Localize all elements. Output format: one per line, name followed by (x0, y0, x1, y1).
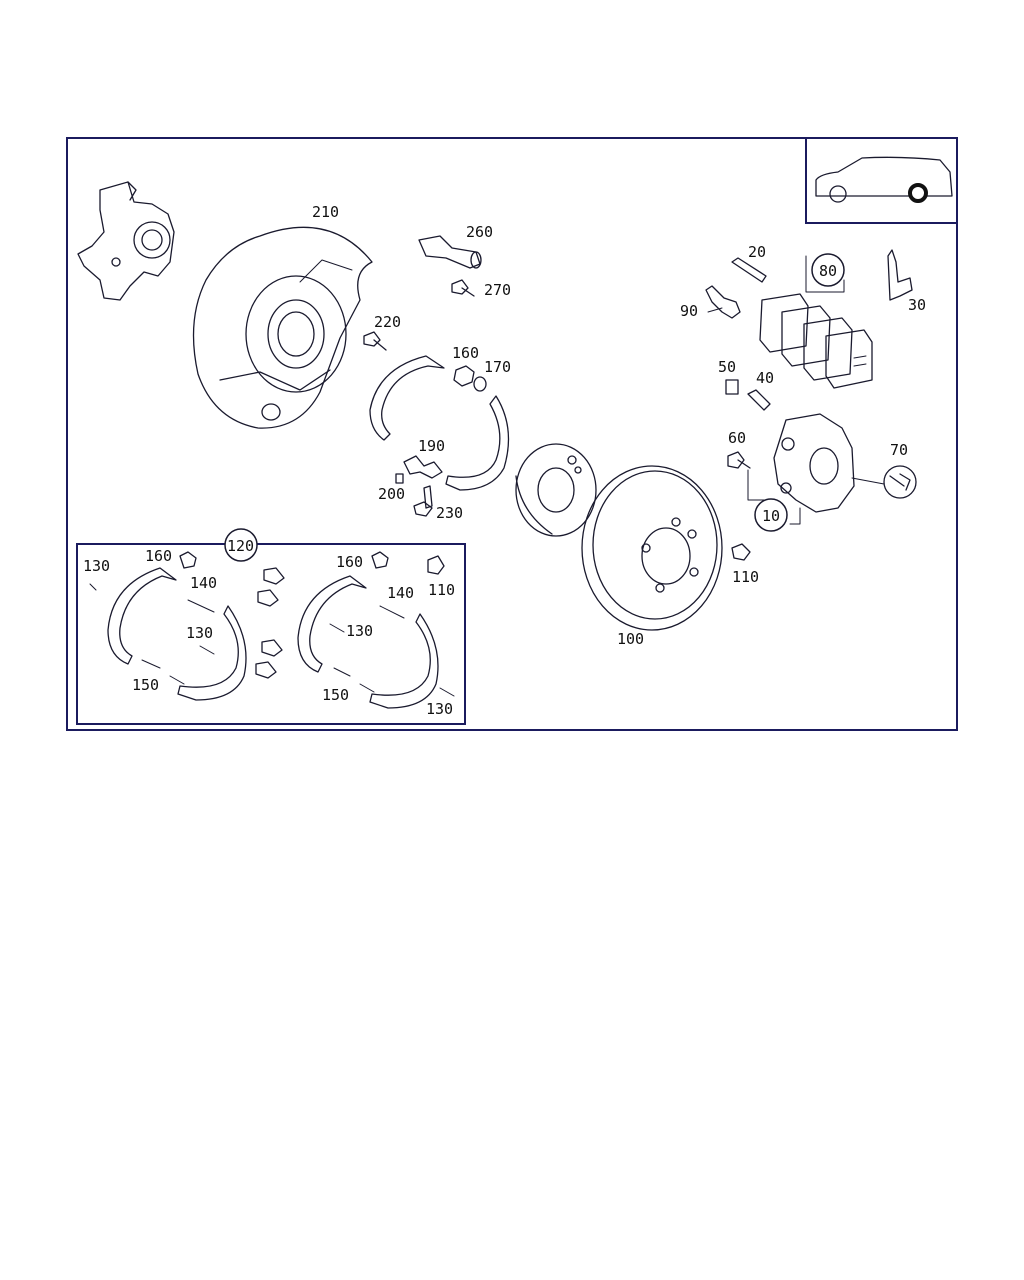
part-20-guide-pin (731, 257, 767, 283)
car-silhouette-icon (815, 156, 953, 197)
part-220-bolt (363, 331, 387, 351)
kit-label-130-tl: 130 (83, 557, 110, 575)
badge-80 (811, 253, 845, 287)
rear-wheel-highlight (908, 183, 928, 203)
kit-120-inset-frame (76, 543, 466, 725)
steering-knuckle (77, 181, 175, 301)
label-210: 210 (312, 203, 339, 221)
part-80-brake-pad-set (759, 255, 873, 389)
badge-10 (754, 498, 788, 532)
part-100-brake-disc (581, 465, 723, 631)
part-30-retaining-clip (887, 249, 913, 301)
label-20: 20 (748, 243, 766, 261)
badge-120 (224, 528, 258, 562)
part-210-backing-plate (192, 226, 373, 429)
label-10: 10 (762, 507, 780, 525)
part-60-bolt (727, 451, 751, 469)
kit-label-150-left: 150 (132, 676, 159, 694)
label-120: 120 (227, 537, 254, 555)
kit-shoe-set-right (297, 551, 455, 709)
label-100: 100 (617, 630, 644, 648)
label-260: 260 (466, 223, 493, 241)
diagram-frame (66, 137, 958, 731)
wheel-hub (515, 443, 597, 537)
label-190: 190 (418, 437, 445, 455)
label-110-center: 110 (732, 568, 759, 586)
label-230: 230 (436, 504, 463, 522)
part-170-sleeve (473, 376, 487, 392)
label-70: 70 (890, 441, 908, 459)
parking-brake-shoes (369, 355, 510, 491)
part-10-brake-caliper (747, 413, 855, 525)
label-160-center: 160 (452, 344, 479, 362)
kit-label-130-mr: 130 (346, 622, 373, 640)
part-90-wear-sensor (705, 285, 741, 319)
kit-label-160-right: 160 (336, 553, 363, 571)
part-190-spring-clip (403, 455, 443, 479)
part-50-bleeder-cap (725, 379, 739, 395)
part-70-repair-kit (851, 465, 917, 499)
kit-label-140-right: 140 (387, 584, 414, 602)
kit-label-160-left: 160 (145, 547, 172, 565)
label-40: 40 (756, 369, 774, 387)
wrench-icon (889, 473, 911, 491)
part-110-bolt (731, 543, 751, 561)
label-270: 270 (484, 281, 511, 299)
part-230-bolt (413, 485, 433, 517)
label-170: 170 (484, 358, 511, 376)
part-40-bleeder-screw (747, 389, 771, 411)
part-200-pin (395, 473, 404, 484)
kit-label-140-left: 140 (190, 574, 217, 592)
label-30: 30 (908, 296, 926, 314)
kit-shoe-set-left (89, 551, 285, 701)
label-60: 60 (728, 429, 746, 447)
kit-label-150-right: 150 (322, 686, 349, 704)
label-80: 80 (819, 262, 837, 280)
label-50: 50 (718, 358, 736, 376)
label-220: 220 (374, 313, 401, 331)
part-260-bracket (418, 235, 482, 269)
part-160-adjuster-nut (453, 365, 475, 387)
part-270-bolt (451, 279, 475, 297)
kit-label-110: 110 (428, 581, 455, 599)
label-90: 90 (680, 302, 698, 320)
vehicle-position-thumbnail (805, 138, 957, 224)
kit-label-130-br: 130 (426, 700, 453, 718)
kit-label-130-ml: 130 (186, 624, 213, 642)
label-200: 200 (378, 485, 405, 503)
